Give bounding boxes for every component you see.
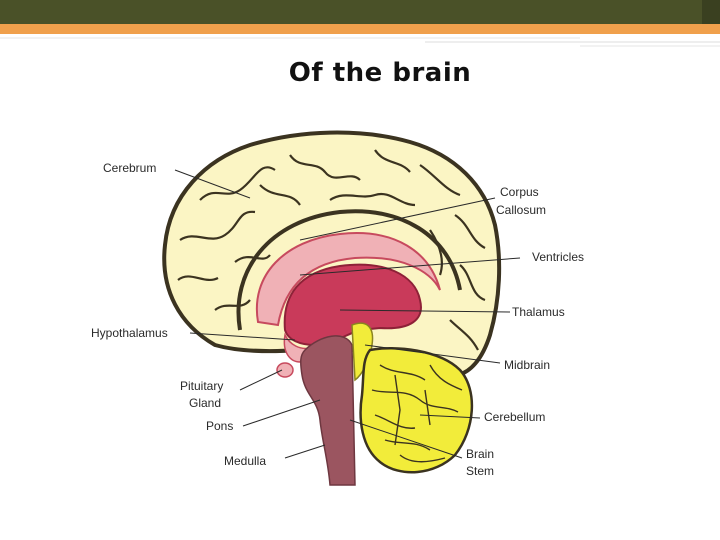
midbrain-region [351, 322, 374, 382]
pituitary-gland-region [276, 362, 294, 378]
header-band-edge [702, 0, 720, 24]
header-band [0, 0, 720, 24]
label-medulla: Medulla [224, 454, 266, 468]
label-cerebellum: Cerebellum [484, 410, 545, 424]
label-ventricles: Ventricles [532, 250, 584, 264]
decorative-lines [0, 37, 720, 47]
label-hypothalamus: Hypothalamus [91, 326, 168, 340]
label-corpus-line2: Callosum [496, 203, 546, 217]
label-pituitary-line1: Pituitary [180, 379, 223, 393]
gyri-lines [177, 149, 486, 351]
label-thalamus: Thalamus [512, 305, 565, 319]
label-brainstem-line1: Brain [466, 447, 494, 461]
cerebellum-folia [371, 364, 463, 463]
accent-strip [0, 24, 720, 34]
page-title: Of the brain [288, 58, 472, 88]
label-midbrain: Midbrain [504, 358, 550, 372]
label-cerebrum: Cerebrum [103, 161, 156, 175]
leader-lines [174, 169, 521, 459]
label-pons: Pons [206, 419, 233, 433]
label-pituitary-line2: Gland [189, 396, 221, 410]
label-corpus-line1: Corpus [500, 185, 539, 199]
label-brainstem-line2: Stem [466, 464, 494, 478]
corpus-callosum-region [255, 232, 441, 327]
brain-stem-region [300, 335, 356, 486]
